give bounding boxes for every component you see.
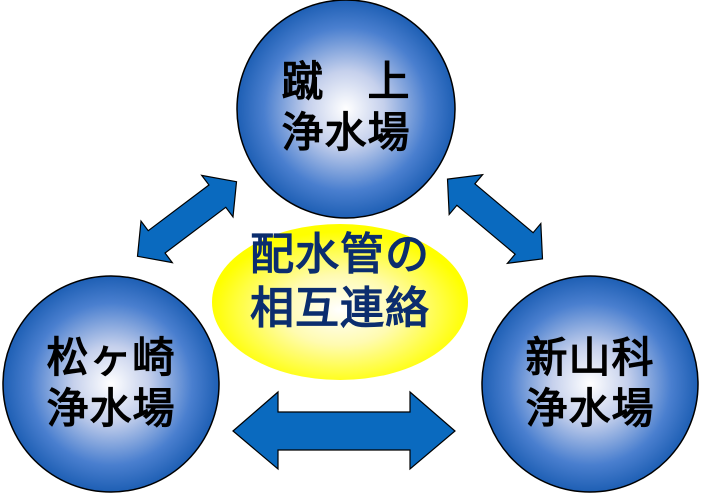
double-arrow-top-right [446, 173, 544, 265]
node-right-line1: 新山科 [525, 333, 655, 382]
center-line1: 配水管の [250, 229, 430, 280]
node-top-line2: 浄水場 [281, 108, 411, 158]
center-label: 配水管の 相互連絡 [240, 228, 440, 335]
node-label-right: 新山科 浄水場 [490, 332, 690, 434]
node-label-left: 松ヶ崎 浄水場 [11, 332, 211, 434]
center-ellipse [212, 224, 468, 380]
node-circle-top [236, 0, 456, 219]
node-left-line1: 松ヶ崎 [46, 333, 176, 382]
double-arrow-bottom [232, 390, 456, 471]
node-right-line2: 浄水場 [525, 384, 655, 434]
node-left-line2: 浄水場 [46, 384, 176, 434]
node-circle-left [2, 275, 220, 493]
double-arrow-top-left [136, 174, 238, 264]
node-label-top: 蹴 上 浄水場 [246, 56, 446, 158]
node-circle-right [481, 275, 699, 493]
center-line2: 相互連絡 [250, 282, 430, 334]
node-top-line1: 蹴 上 [281, 57, 411, 106]
